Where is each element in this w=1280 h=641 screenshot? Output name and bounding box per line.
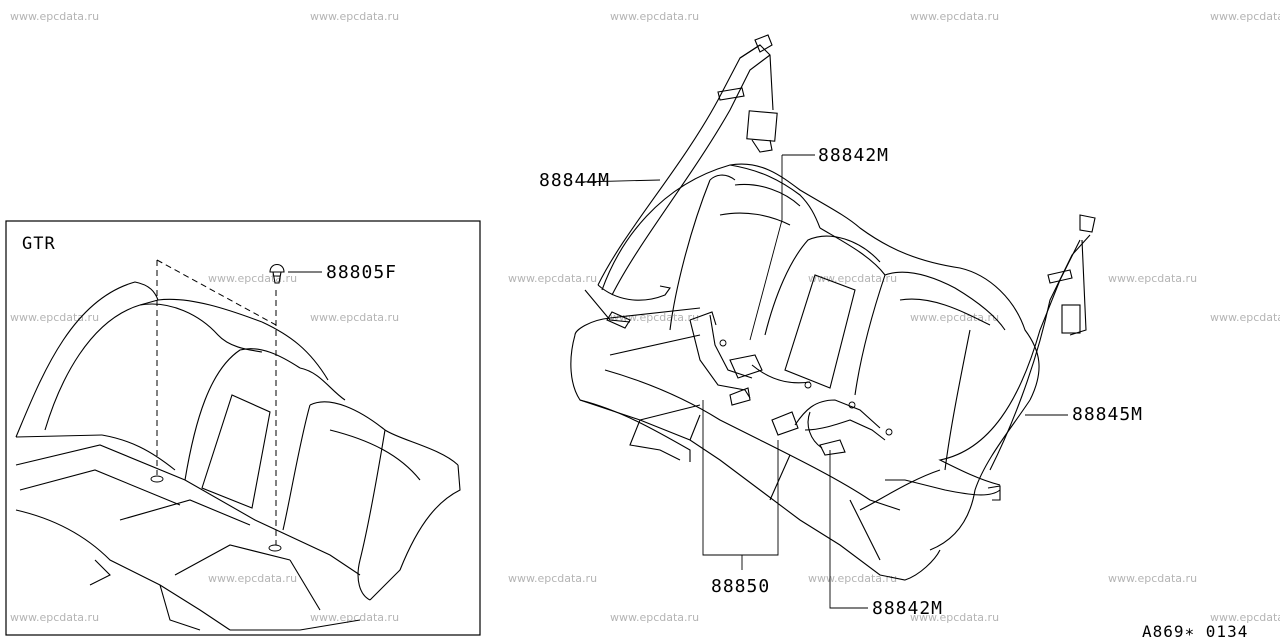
watermark: www.epcdata.ru [610, 611, 700, 624]
watermark: www.epcdata.ru [10, 311, 100, 324]
watermark: www.epcdata.ru [310, 311, 400, 324]
watermark: www.epcdata.ru [208, 572, 298, 585]
gtr-label: GTR [22, 234, 56, 254]
watermark: www.epcdata.ru [508, 272, 598, 285]
watermark: www.epcdata.ru [10, 611, 100, 624]
center-belt-and-buckles [689, 311, 893, 456]
watermark: www.epcdata.ru [1210, 311, 1280, 324]
part-number-88842m-lower: 88842M [872, 598, 944, 619]
rear-seat-assembly [570, 163, 1040, 581]
gtr-rear-seat [15, 281, 461, 631]
part-number-88850: 88850 [711, 576, 771, 597]
watermark: www.epcdata.ru [310, 10, 400, 23]
watermark: www.epcdata.ru [1210, 611, 1280, 624]
watermark: www.epcdata.ru [610, 10, 700, 23]
watermark: www.epcdata.ru [1108, 572, 1198, 585]
watermark: www.epcdata.ru [910, 311, 1000, 324]
watermark: www.epcdata.ru [910, 611, 1000, 624]
watermark: www.epcdata.ru [508, 572, 598, 585]
watermark: www.epcdata.ru [1210, 10, 1280, 23]
part-number-88842m-upper: 88842M [818, 145, 890, 166]
watermark: www.epcdata.ru [1108, 272, 1198, 285]
part-number-88845m: 88845M [1072, 404, 1144, 425]
right-shoulder-belt [885, 214, 1096, 501]
watermark: www.epcdata.ru [910, 10, 1000, 23]
part-number-88844m: 88844M [539, 170, 611, 191]
clip-icon [269, 263, 285, 284]
watermark: www.epcdata.ru [10, 10, 100, 23]
watermark: www.epcdata.ru [808, 272, 898, 285]
diagram-code: A869∗ 0134 [1142, 622, 1249, 641]
dashed-guide-line [156, 259, 277, 326]
left-shoulder-belt [579, 34, 778, 329]
watermark: www.epcdata.ru [610, 311, 700, 324]
part-number-88805f: 88805F [326, 262, 398, 283]
gtr-inset-frame [5, 220, 481, 636]
gtr-inset [5, 220, 481, 636]
watermark: www.epcdata.ru [310, 611, 400, 624]
leader-lines [702, 154, 1068, 609]
